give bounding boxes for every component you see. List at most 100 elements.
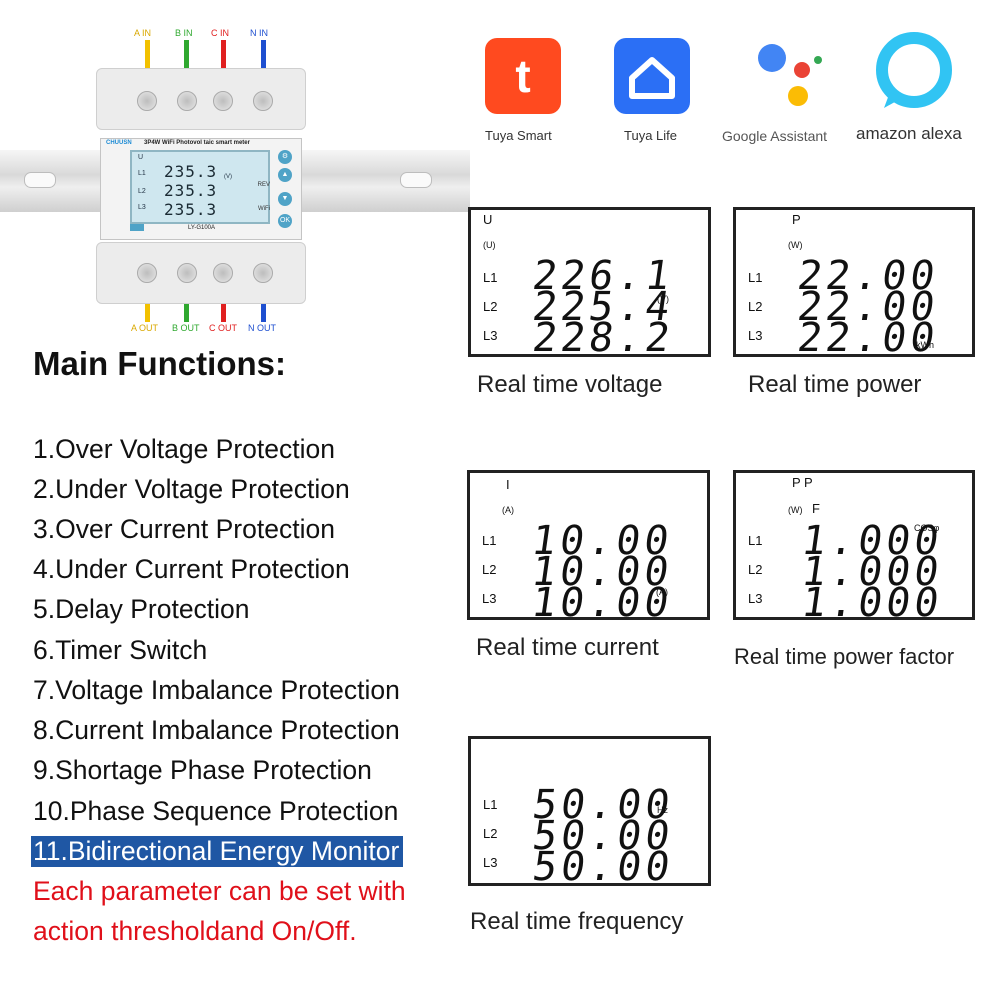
frequency-unit-side: Hz	[657, 805, 668, 815]
line-label-l1: L1	[482, 533, 497, 548]
line-label-l3: L3	[748, 591, 763, 606]
voltage-lcd-panel: U (U) L1 L2 L3 226.1 225.4 228.2 (V)	[468, 207, 711, 361]
tuya-life-icon	[614, 38, 690, 114]
screw-icon	[213, 91, 233, 111]
tuya-smart-icon: t	[485, 38, 561, 114]
current-value-l3: 10.00	[528, 580, 676, 626]
device-bottom-housing	[96, 242, 306, 304]
wire-in-a	[145, 40, 150, 80]
line-label-l1: L1	[748, 533, 763, 548]
wire-out-n	[261, 296, 266, 322]
power-symbol: P	[792, 212, 801, 227]
voltage-symbol: U	[483, 212, 493, 227]
power-factor-symbol-f: F	[812, 501, 820, 516]
tuya-life-label: Tuya Life	[624, 128, 677, 143]
screw-icon	[177, 263, 197, 283]
voltage-unit-top: (U)	[483, 240, 496, 250]
wire-label-a-in: A IN	[134, 28, 152, 38]
voltage-caption: Real time voltage	[477, 371, 663, 398]
power-unit-side: kWh	[916, 340, 934, 350]
line-label-l3: L3	[748, 328, 763, 343]
device-lcd-value-3: 235.3	[164, 200, 218, 219]
device-model: 3P4W WiFi Photovol taic smart meter	[144, 140, 250, 146]
line-label-l2: L2	[483, 826, 498, 841]
function-item: 5.Delay Protection	[33, 594, 250, 624]
wifi-badge-icon	[130, 224, 144, 231]
settings-note-line-2: action thresholdand On/Off.	[33, 916, 357, 946]
device-lcd-l3: L3	[138, 204, 146, 211]
device-top-housing	[96, 68, 306, 130]
wire-label-b-in: B IN	[175, 28, 193, 38]
settings-note-line-1: Each parameter can be set with	[33, 876, 406, 906]
power-factor-lcd-panel: P P (W) F L1 L2 L3 1.000 1.000 1.000 COS…	[733, 470, 975, 626]
device-lcd-value-1: 235.3	[164, 162, 218, 181]
current-symbol: I	[506, 477, 510, 492]
function-item: 3.Over Current Protection	[33, 514, 335, 544]
current-lcd-panel: I (A) L1 L2 L3 10.00 10.00 10.00 (A)	[467, 470, 710, 626]
screw-icon	[213, 263, 233, 283]
svg-text:t: t	[515, 50, 530, 102]
power-factor-unit-side: COSφ	[914, 523, 940, 533]
screw-icon	[137, 91, 157, 111]
wire-label-c-out: C OUT	[209, 323, 237, 333]
device-sub-model: LY-G100A	[188, 225, 216, 231]
power-unit-top: (W)	[788, 240, 803, 250]
google-assistant-icon	[758, 44, 822, 106]
frequency-value-l3: 50.00	[529, 844, 677, 890]
gear-icon[interactable]: ⚙	[278, 150, 292, 164]
smart-meter-device: CHUUSN 3P4W WiFi Photovol taic smart met…	[96, 68, 306, 304]
current-caption: Real time current	[476, 634, 659, 661]
rail-slot	[24, 172, 56, 188]
device-lcd-unit: (V)	[224, 174, 232, 180]
screw-icon	[137, 263, 157, 283]
frequency-lcd-panel: L1 L2 L3 50.00 50.00 50.00 Hz	[468, 736, 711, 890]
line-label-l2: L2	[482, 562, 497, 577]
device-lcd-u: U	[138, 154, 144, 161]
wire-out-c	[221, 296, 226, 322]
amazon-alexa-icon	[876, 32, 952, 108]
wire-label-a-out: A OUT	[131, 323, 159, 333]
wire-label-n-out: N OUT	[248, 323, 276, 333]
current-unit-top: (A)	[502, 505, 514, 515]
screw-icon	[253, 263, 273, 283]
power-factor-unit-top: (W)	[788, 505, 803, 515]
frequency-caption: Real time frequency	[470, 908, 684, 935]
google-assistant-label: Google Assistant	[722, 128, 828, 144]
screw-icon	[177, 91, 197, 111]
line-label-l1: L1	[483, 797, 498, 812]
tuya-smart-label: Tuya Smart	[485, 128, 552, 143]
function-item-highlighted: 11.Bidirectional Energy Monitor	[31, 836, 404, 867]
device-lcd: U L1 L2 L3 235.3 235.3 235.3 (V)	[130, 150, 270, 224]
amazon-alexa-label: amazon alexa	[856, 124, 962, 143]
rail-slot	[400, 172, 432, 188]
line-label-l2: L2	[748, 299, 763, 314]
power-value-l3: 22.00	[794, 315, 942, 361]
device-lcd-l1: L1	[138, 170, 146, 177]
wire-label-b-out: B OUT	[172, 323, 200, 333]
function-item: 1.Over Voltage Protection	[33, 434, 335, 464]
line-label-l2: L2	[483, 299, 498, 314]
main-functions-title: Main Functions:	[33, 345, 286, 382]
power-lcd-panel: P (W) L1 L2 L3 22.00 22.00 22.00 kWh	[733, 207, 975, 361]
current-unit-side: (A)	[656, 587, 668, 597]
function-item: 2.Under Voltage Protection	[33, 474, 350, 504]
function-item: 4.Under Current Protection	[33, 554, 350, 584]
wire-out-b	[184, 296, 189, 322]
ok-button[interactable]: OK	[278, 214, 292, 228]
voltage-value-l3: 228.2	[529, 315, 677, 361]
chevron-up-icon[interactable]: ▲	[278, 168, 292, 182]
wire-in-n	[261, 40, 266, 80]
chevron-down-icon[interactable]: ▼	[278, 192, 292, 206]
line-label-l3: L3	[483, 328, 498, 343]
device-brand: CHUUSN	[106, 140, 132, 146]
wire-in-c	[221, 40, 226, 80]
wire-label-c-in: C IN	[211, 28, 229, 38]
function-item: 7.Voltage Imbalance Protection	[33, 675, 400, 705]
power-factor-symbol: P P	[792, 475, 813, 490]
wire-label-n-in: N IN	[250, 28, 268, 38]
function-item: 10.Phase Sequence Protection	[33, 796, 399, 826]
wire-out-a	[145, 296, 150, 322]
function-item: 6.Timer Switch	[33, 635, 208, 665]
device-lcd-value-2: 235.3	[164, 181, 218, 200]
wire-in-b	[184, 40, 189, 80]
